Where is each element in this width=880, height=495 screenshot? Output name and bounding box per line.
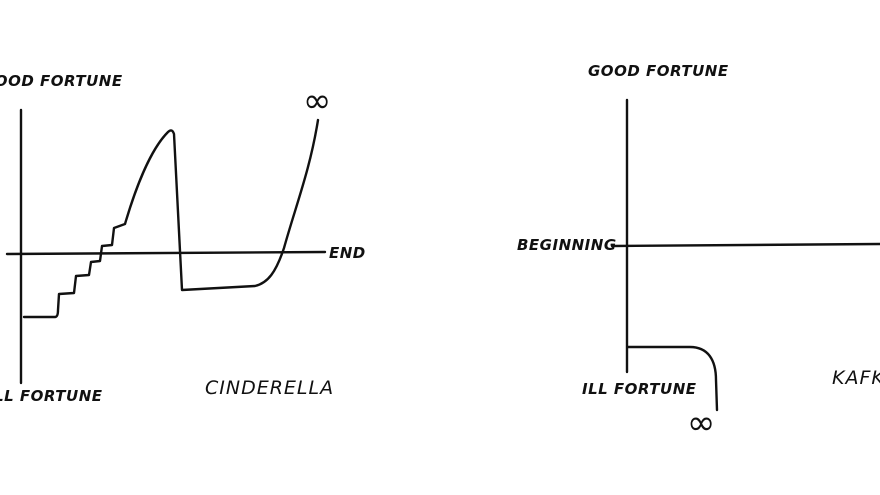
right-good-fortune-label: GOOD FORTUNE — [588, 62, 729, 80]
kafka-title: KAFKA — [832, 367, 880, 389]
right-ill-fortune-label: ILL FORTUNE — [582, 380, 697, 398]
left-ill-fortune-label: ILL FORTUNE — [0, 387, 103, 405]
kafka-fortune-curve — [626, 345, 719, 412]
cinderella-title: CINDERELLA — [205, 377, 334, 399]
cinderella-graph: GOOD FORTUNE END ∞ ILL FORTUNE CINDERELL… — [0, 72, 366, 405]
left-x-axis — [5, 250, 327, 256]
left-end-label: END — [329, 244, 366, 262]
right-infinity-symbol: ∞ — [687, 403, 715, 443]
left-infinity-symbol: ∞ — [303, 81, 331, 121]
left-good-fortune-label: GOOD FORTUNE — [0, 72, 123, 90]
kafka-graph: GOOD FORTUNE BEGINNING ∞ ILL FORTUNE KAF… — [517, 62, 880, 443]
right-beginning-label: BEGINNING — [517, 236, 617, 254]
right-x-axis — [610, 242, 880, 248]
cinderella-fortune-curve — [22, 118, 320, 319]
